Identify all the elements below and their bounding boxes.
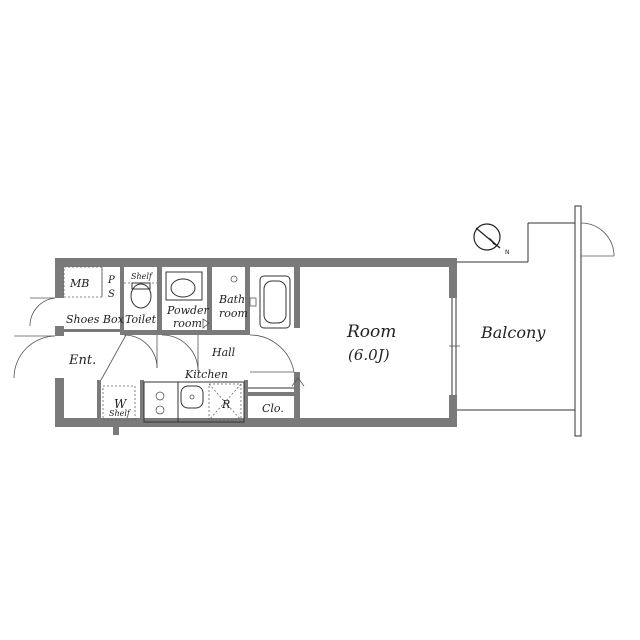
label-bath-2: room xyxy=(219,307,248,320)
bottom-wall xyxy=(55,418,457,427)
washer-space xyxy=(102,385,136,421)
room-wall-upper xyxy=(294,258,300,328)
right-wall-upper xyxy=(449,258,457,298)
stove-burner-1 xyxy=(155,391,165,401)
label-shelf-toilet: Shelf xyxy=(131,272,154,281)
closet-top-wall xyxy=(248,392,294,396)
toilet-wall-right xyxy=(157,267,162,335)
label-mb: MB xyxy=(69,277,89,290)
label-ps-p: P xyxy=(107,275,115,286)
label-powder-1: Powder xyxy=(166,304,210,317)
toilet-wall-left xyxy=(120,267,124,335)
label-room: Room xyxy=(346,322,396,342)
label-hall: Hall xyxy=(211,346,236,359)
powder-wall-right xyxy=(207,267,212,335)
kitchen-counter xyxy=(143,381,245,423)
label-shoes-box: Shoes Box xyxy=(66,313,125,326)
label-bath-1: Bath xyxy=(218,293,245,306)
bathtub-outer xyxy=(259,275,291,329)
room-door-swing xyxy=(249,334,295,373)
svg-text:N: N xyxy=(505,249,510,256)
balcony xyxy=(449,205,615,437)
top-wall xyxy=(55,258,457,267)
interior-walls xyxy=(64,258,300,424)
kitchen-left-wall xyxy=(140,380,144,424)
label-powder-2: room xyxy=(173,317,202,330)
label-ent: Ent. xyxy=(68,353,96,368)
toilet-bowl xyxy=(130,283,152,309)
room-wall-lower xyxy=(294,372,300,424)
doors xyxy=(13,297,295,381)
washer-left-wall xyxy=(97,380,101,424)
kitchen-right-wall xyxy=(244,380,248,424)
wall-stub xyxy=(113,427,119,435)
bathtub-inner xyxy=(263,280,287,324)
balcony-partition xyxy=(574,205,582,437)
fridge-space xyxy=(208,383,242,421)
bath-wall-left xyxy=(245,267,250,335)
sink-drain xyxy=(189,394,195,400)
left-wall-lower xyxy=(55,378,64,427)
room-labels: MB P S Shelf Shoes Box Toilet Powder roo… xyxy=(66,272,546,418)
powder-door-swing xyxy=(161,334,199,372)
balcony-door-swing xyxy=(580,222,615,257)
label-shelf-washer: Shelf xyxy=(109,409,132,418)
shoes-box-top-wall xyxy=(64,329,120,332)
label-toilet: Toilet xyxy=(125,313,157,326)
kitchen-sink xyxy=(180,385,204,409)
wet-area-bottom-wall xyxy=(124,330,250,335)
label-room-size: (6.0J) xyxy=(348,346,390,364)
hall-diagonal xyxy=(100,334,127,381)
entrance-door-swing xyxy=(13,335,56,379)
stove-burner-2 xyxy=(155,405,165,415)
closet-door-mark xyxy=(291,377,305,387)
powder-counter xyxy=(165,271,203,301)
right-wall-lower xyxy=(449,395,457,427)
toilet-door-swing xyxy=(123,334,158,369)
toilet-tank xyxy=(131,282,151,290)
mb-door-swing xyxy=(29,297,56,327)
label-ps-s: S xyxy=(108,289,115,300)
powder-arrow xyxy=(202,318,210,329)
label-kitchen: Kitchen xyxy=(184,368,228,381)
bath-faucet xyxy=(249,297,257,307)
label-closet: Clo. xyxy=(262,402,284,415)
powder-sink xyxy=(170,278,196,298)
outer-walls xyxy=(55,258,457,435)
left-wall-upper xyxy=(55,258,64,298)
fixtures xyxy=(63,266,305,423)
label-washer: W xyxy=(114,397,128,411)
bath-drain xyxy=(230,275,238,283)
north-arrow-icon: N xyxy=(473,223,510,256)
label-balcony: Balcony xyxy=(480,323,546,342)
left-wall-mid xyxy=(55,326,64,336)
fridge-cross-b xyxy=(208,383,242,421)
label-refrigerator: R xyxy=(221,398,230,411)
